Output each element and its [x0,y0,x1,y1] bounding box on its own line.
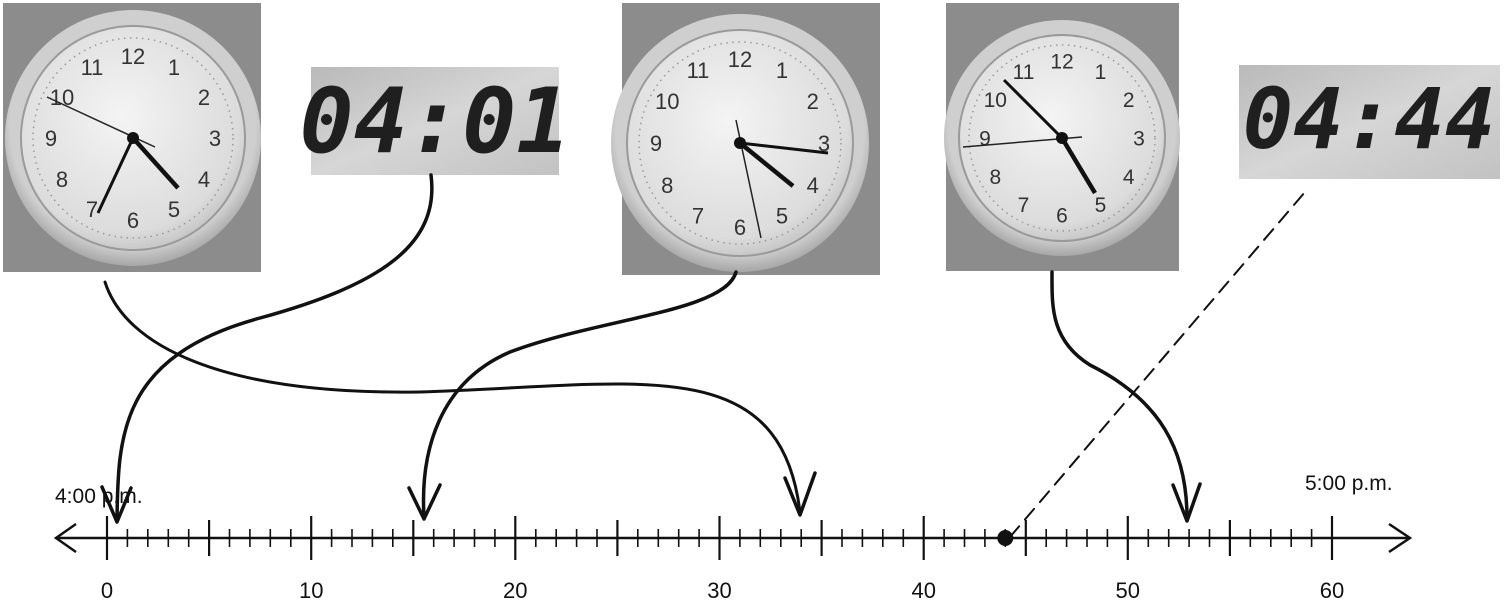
analog-clock-photo-3: 12 12 3 45 6 78 9 10 11 [944,3,1180,271]
arrowhead [407,483,442,521]
dial-number-eight: 8 [56,167,68,192]
dial-number-five: 5 [168,197,180,222]
dial-number-eleven: 11 [687,58,710,83]
minute-dots [968,44,1156,232]
digital-time-0444: 04:44 [1243,70,1496,168]
arrow-clock1-to-34 [103,280,802,514]
arrowhead [100,485,133,524]
dial-number-six: 6 [127,208,139,233]
dial-number-one: 1 [168,55,180,80]
tick-label-10: 10 [299,578,323,603]
connector-arrows [100,173,1306,538]
dial-number-eleven: 11 [1013,61,1035,84]
dial-number-twelve: 12 [1050,51,1073,74]
dial-number-eight: 8 [661,173,673,198]
dial-numbers: 12 12 3 45 6 78 9 10 11 [45,44,221,233]
dial-number-nine: 9 [650,131,662,156]
dial-number-one: 1 [776,58,788,83]
number-line: 0 10 20 30 40 50 60 4:00 p.m. 5:00 p.m. [53,472,1413,603]
dial-number-seven: 7 [1018,194,1030,217]
dial-number-six: 6 [734,215,746,240]
hand-pivot [127,132,139,144]
tick-marks [105,516,1334,560]
digital-clock-photo-1: 04:01 [300,67,571,175]
left-arrowhead [53,522,77,554]
dial-number-eleven: 11 [81,55,104,80]
dial-number-five: 5 [776,204,788,229]
analog-clock-photo-1: 12 12 3 45 6 78 9 10 11 [3,3,261,272]
hour-hand [1060,136,1097,195]
minute-dots [638,41,842,245]
arrow-0401-to-1 [115,173,434,522]
dial-number-two: 2 [1123,89,1135,112]
tick-label-40: 40 [911,578,935,603]
dial-number-one: 1 [1095,61,1107,84]
minute-hand [739,141,829,155]
dial-numbers: 12 12 3 45 6 78 9 10 11 [650,47,830,240]
dial-number-eight: 8 [989,166,1001,189]
dial-number-nine: 9 [979,128,991,151]
dial-number-three: 3 [1133,128,1145,151]
end-time-label: 5:00 p.m. [1305,472,1393,495]
tick-label-50: 50 [1116,578,1140,603]
right-arrowhead [1388,522,1413,554]
hour-hand [738,141,795,188]
tick-label-20: 20 [503,578,527,603]
digital-clock-photo-2: 04:44 [1239,65,1500,179]
dial-number-six: 6 [1056,205,1068,228]
dial-number-three: 3 [818,131,830,156]
lcd-background [1239,65,1500,179]
dial-number-two: 2 [198,85,210,110]
dial-number-ten: 10 [655,89,679,114]
dial-number-seven: 7 [692,204,704,229]
dial-number-twelve: 12 [728,47,752,72]
tick-label-0: 0 [101,578,113,603]
dial-number-five: 5 [1095,194,1107,217]
dial-number-two: 2 [807,89,819,114]
lcd-background [311,67,559,175]
tick-labels: 0 10 20 30 40 50 60 [101,578,1344,603]
dial-number-four: 4 [1123,166,1135,189]
dial-number-twelve: 12 [121,44,145,69]
minute-dots [32,37,234,239]
arrowhead [1171,482,1202,523]
marked-point-44 [997,530,1014,546]
arrow-clock3-to-53 [1050,270,1189,520]
dial-number-ten: 10 [50,85,74,110]
dial-number-four: 4 [198,167,210,192]
start-time-label: 4:00 p.m. [55,485,143,508]
hour-hand [131,136,180,190]
digital-time-0401: 04:01 [300,69,571,174]
hand-pivot [1056,132,1068,144]
dial-number-nine: 9 [45,126,57,151]
dial-number-ten: 10 [984,89,1007,112]
dial-number-three: 3 [209,126,221,151]
hand-pivot [734,137,746,149]
tick-label-60: 60 [1320,578,1344,603]
minute-hand [96,137,135,214]
tick-label-30: 30 [707,578,731,603]
dashed-link-0444-to-44 [1009,191,1306,538]
dial-number-seven: 7 [86,197,98,222]
analog-clock-photo-2: 12 12 3 45 6 78 9 10 11 [611,3,880,275]
dial-number-four: 4 [807,173,819,198]
arrow-clock2-to-16 [421,270,738,519]
dial-numbers: 12 12 3 45 6 78 9 10 11 [979,51,1145,228]
arrowhead [783,471,817,517]
minute-hand [1002,78,1064,140]
